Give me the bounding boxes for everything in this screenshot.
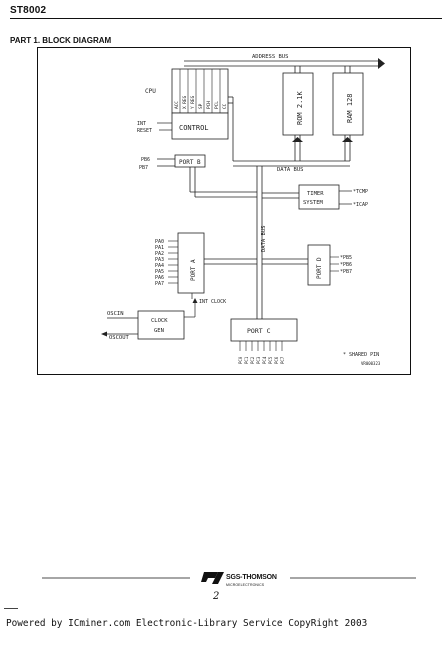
- port-b-label: PORT B: [179, 159, 201, 166]
- clock-gen-label: GEN: [154, 328, 164, 334]
- port-c-pin: PC2: [250, 356, 255, 364]
- oscout-arrow: [101, 331, 107, 337]
- address-bus-label: ADDRESS BUS: [252, 54, 288, 60]
- port-a-pin: PA5: [155, 269, 164, 275]
- port-d-pin: *PB5: [340, 255, 352, 261]
- cpu-label: CPU: [145, 88, 156, 95]
- port-c-pin: PC0: [238, 356, 243, 364]
- port-a-pins: PA0 PA1 PA2 PA3 PA4 PA5 PA6 PA7: [155, 239, 178, 287]
- cpu-registers: ACC X REG Y REG SP PCH PCL CC: [171, 68, 229, 114]
- data-bus-label-top: DATA BUS: [277, 167, 304, 173]
- ram-label: RAM 128: [346, 93, 354, 123]
- port-c-pin: PC4: [262, 356, 267, 364]
- port-a-pin: PA0: [155, 239, 164, 245]
- timer-output: *ICAP: [353, 202, 368, 208]
- control-input-reset: RESET: [137, 128, 152, 134]
- port-a-pin: PA1: [155, 245, 164, 251]
- ram-block: [332, 72, 364, 136]
- register-label: PCL: [214, 101, 220, 109]
- int-clock-label: INT CLOCK: [199, 299, 226, 305]
- control-input-int: INT: [137, 121, 146, 127]
- register-label: SP: [198, 103, 204, 109]
- rom-data-arrow: [292, 137, 303, 142]
- int-clock-arrow: [192, 298, 198, 303]
- register-label: ACC: [174, 101, 180, 109]
- ram-data-arrow: [342, 137, 353, 142]
- rom-label: ROM 2.1K: [296, 90, 304, 125]
- header-rule: [10, 18, 442, 20]
- footer-note: Powered by ICminer.com Electronic-Librar…: [6, 618, 368, 629]
- page-number: 2: [213, 591, 220, 602]
- port-c-label: PORT C: [247, 327, 271, 335]
- footer-dash: [4, 608, 18, 609]
- footer-brand: SGS-THOMSON: [226, 574, 277, 581]
- port-a-pin: PA6: [155, 275, 164, 281]
- data-bus-label-vertical: DATA BUS: [261, 226, 267, 253]
- address-bus-arrow: [378, 58, 385, 69]
- register-label: Y REG: [190, 95, 196, 109]
- port-c-pin: PC1: [244, 356, 249, 364]
- timer-block: [298, 184, 340, 210]
- clock-gen-block: [137, 310, 185, 340]
- port-a-pin: PA4: [155, 263, 164, 269]
- port-a-label: PORT A: [190, 259, 197, 281]
- port-b-pin: PB6: [141, 157, 150, 163]
- port-a-pin: PA7: [155, 281, 164, 287]
- port-c-pin: PC5: [268, 356, 273, 364]
- shared-pin-legend: * SHARED PIN: [343, 352, 379, 358]
- footer-rule: [42, 572, 416, 584]
- footer-brand-sub: MICROELECTRONICS: [226, 583, 265, 587]
- register-label: PCH: [206, 101, 212, 109]
- block-diagram: ADDRESS BUS CPU ACC X REG Y REG SP PCH P…: [37, 47, 411, 375]
- port-d-label: PORT D: [316, 257, 323, 279]
- control-label: CONTROL: [179, 124, 209, 132]
- oscout-label: OSCOUT: [109, 335, 130, 341]
- port-c-pin: PC7: [280, 356, 285, 364]
- timer-label: SYSTEM: [303, 200, 324, 206]
- port-c-pin: PC6: [274, 356, 279, 364]
- timer-label: TIMER: [307, 191, 324, 197]
- port-a-pin: PA2: [155, 251, 164, 257]
- diagram-frame: [37, 47, 411, 375]
- register-label: CC: [222, 103, 228, 109]
- control-block: [171, 112, 229, 140]
- clock-gen-label: CLOCK: [151, 318, 168, 324]
- port-a-block: [177, 232, 205, 294]
- register-label: X REG: [182, 95, 188, 109]
- rom-block: [282, 72, 314, 136]
- port-d-pin: *PB7: [340, 269, 352, 275]
- port-c-pins: PC0 PC1 PC2 PC3 PC4 PC5 PC6 PC7: [238, 341, 285, 364]
- document-part-number: ST8002: [10, 5, 47, 16]
- section-title: PART 1. BLOCK DIAGRAM: [10, 36, 112, 45]
- cpu-register-block: [171, 68, 229, 114]
- st-logo-icon: [201, 572, 224, 584]
- port-c-pin: PC3: [256, 356, 261, 364]
- oscin-label: OSCIN: [107, 311, 124, 317]
- port-a-pin: PA3: [155, 257, 164, 263]
- figure-code: VR000323: [361, 361, 381, 366]
- port-d-block: [307, 244, 331, 286]
- timer-output: *TCMP: [353, 189, 368, 195]
- port-d-pin: *PB6: [340, 262, 352, 268]
- port-b-pin: PB7: [139, 165, 148, 171]
